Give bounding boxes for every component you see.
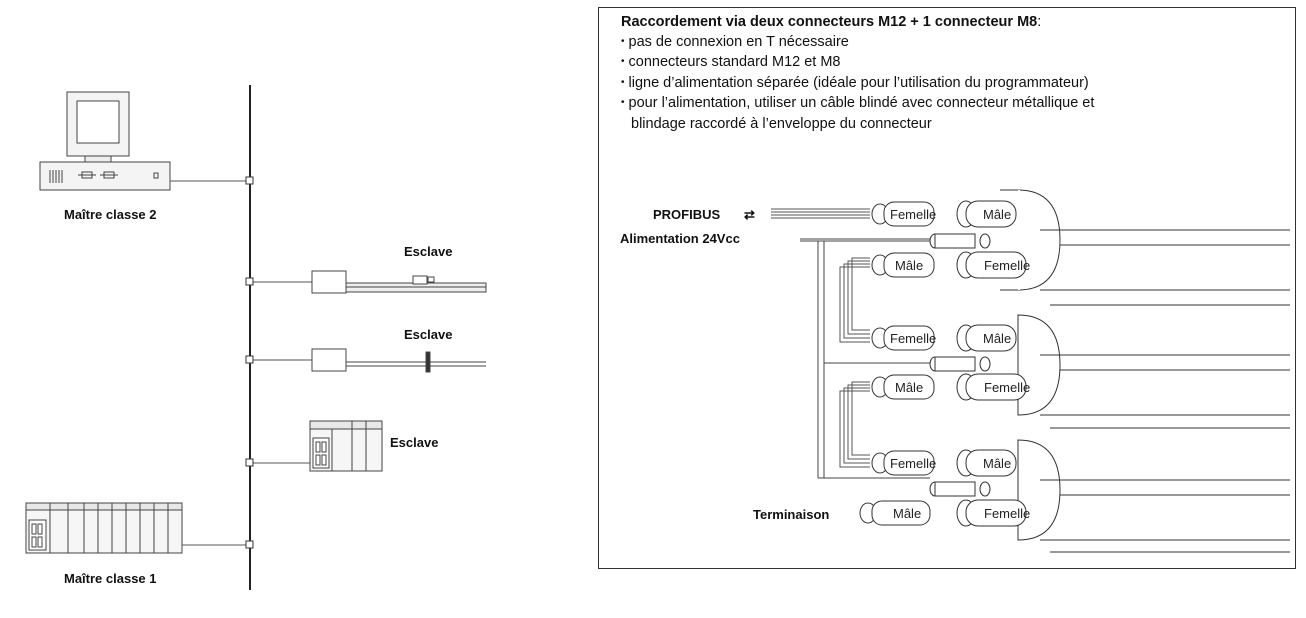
node-slave1 [245, 277, 254, 286]
slave3-plc-icon [309, 420, 383, 472]
list-item-continuation: blindage raccordé à l’enveloppe du conne… [621, 115, 1094, 135]
label-slave3: Esclave [390, 435, 438, 450]
label-termination: Terminaison [753, 507, 829, 522]
notes-list: •pas de connexion en T nécessaire •conne… [621, 33, 1094, 135]
label-profibus: PROFIBUS [653, 207, 721, 222]
note-text: pas de connexion en T nécessaire [628, 33, 849, 50]
label-power: Alimentation 24Vcc [620, 231, 740, 246]
group3-female-top: Femelle [890, 456, 936, 471]
bullet-icon: • [621, 56, 625, 67]
bullet-icon: • [621, 97, 625, 108]
connector-group-2 [871, 314, 1290, 429]
drop-cables [839, 257, 870, 468]
group1-female-top: Femelle [890, 207, 936, 222]
panel-title-colon: : [1037, 14, 1042, 30]
connection-notes: Raccordement via deux connecteurs M12 + … [621, 13, 1094, 134]
group3-male-bottom: Mâle [893, 506, 921, 521]
note-text: connecteurs standard M12 et M8 [628, 54, 841, 70]
panel-title-text: Raccordement via deux connecteurs M12 + … [621, 14, 1038, 30]
note-text: blindage raccordé à l’enveloppe du conne… [631, 115, 932, 132]
list-item: •connecteurs standard M12 et M8 [621, 53, 1094, 74]
node-slave2 [245, 355, 254, 364]
slave2-device-icon [311, 348, 486, 373]
panel-title: Raccordement via deux connecteurs M12 + … [621, 13, 1094, 33]
connector-group-3 [859, 439, 1290, 553]
group1-female-bottom: Femelle [984, 258, 1030, 273]
bullet-icon: • [621, 35, 625, 47]
connection-panel: Raccordement via deux connecteurs M12 + … [598, 7, 1296, 569]
node-master2 [245, 176, 254, 185]
node-master1 [245, 540, 254, 549]
list-item: •ligne d’alimentation séparée (idéale po… [621, 74, 1094, 95]
group3-male-top: Mâle [983, 456, 1011, 471]
plc-rack-icon [25, 502, 183, 554]
group2-male-top: Mâle [983, 331, 1011, 346]
group3-female-bottom: Femelle [984, 506, 1030, 521]
profibus-arrow-icon: ⇄ [744, 207, 755, 222]
group1-male-bottom: Mâle [895, 258, 923, 273]
bullet-icon: • [621, 76, 625, 88]
profibus-cable [771, 208, 870, 219]
label-master2: Maître classe 2 [64, 207, 157, 222]
group1-male-top: Mâle [983, 207, 1011, 222]
power-cable [800, 238, 930, 479]
computer-icon [39, 91, 171, 191]
label-slave1: Esclave [404, 244, 452, 259]
slave1-device-icon [311, 270, 487, 294]
connector-group-1 [871, 189, 1290, 306]
label-slave2: Esclave [404, 327, 452, 342]
note-text: ligne d’alimentation séparée (idéale pou… [628, 74, 1089, 91]
group2-female-top: Femelle [890, 331, 936, 346]
note-text: pour l’alimentation, utiliser un câble b… [628, 95, 1095, 111]
node-slave3 [245, 458, 254, 467]
list-item: •pas de connexion en T nécessaire [621, 33, 1094, 54]
group2-male-bottom: Mâle [895, 380, 923, 395]
label-master1: Maître classe 1 [64, 571, 157, 586]
group2-female-bottom: Femelle [984, 380, 1030, 395]
list-item: •pour l’alimentation, utiliser un câble … [621, 94, 1094, 115]
